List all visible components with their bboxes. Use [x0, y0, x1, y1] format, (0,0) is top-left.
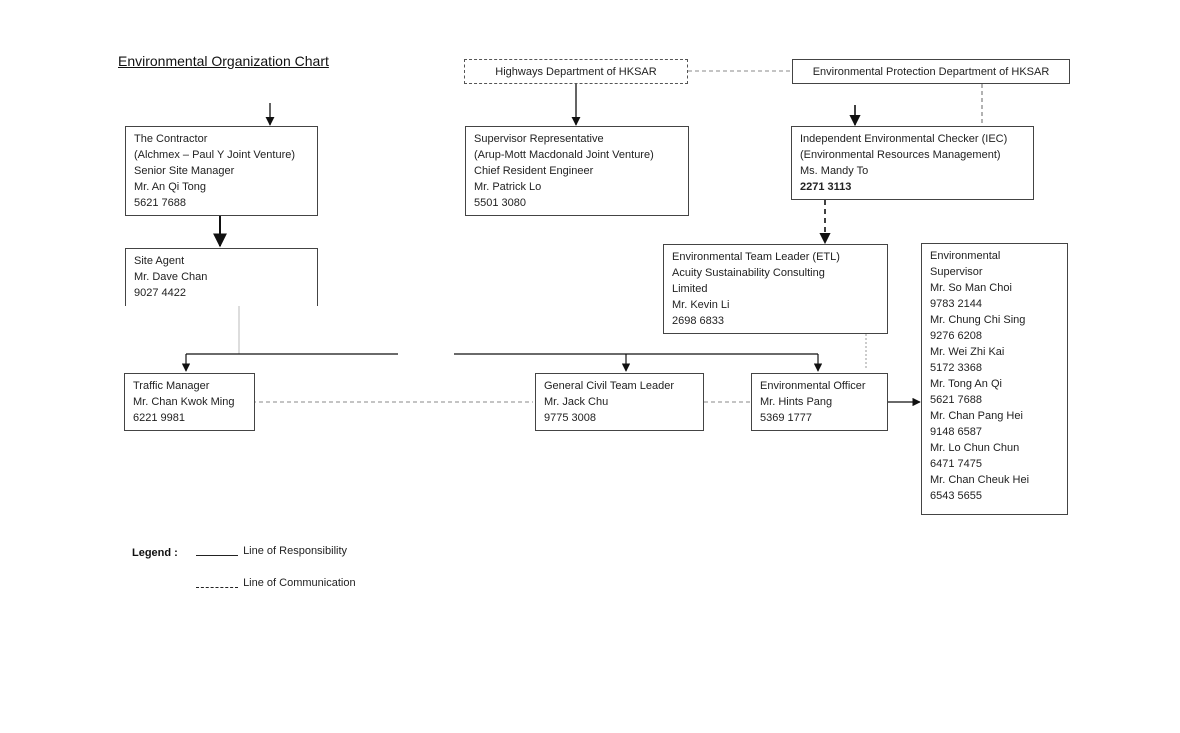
env-supervisor-line: 5172 3368 — [930, 362, 982, 374]
env-supervisor-line: Mr. Chan Pang Hei — [930, 410, 1023, 422]
iec-line: Ms. Mandy To — [800, 165, 869, 177]
legend-responsibility: Line of Responsibility — [196, 545, 347, 557]
contractor-line: Mr. An Qi Tong — [134, 181, 206, 193]
environmental-officer-box: Environmental Officer Mr. Hints Pang 536… — [751, 373, 888, 431]
highways-department-box: Highways Department of HKSAR — [464, 59, 688, 84]
etl-line: Limited — [672, 283, 708, 295]
supervisor-rep-line: Mr. Patrick Lo — [474, 181, 542, 193]
env-supervisor-line: Mr. Tong An Qi — [930, 378, 1002, 390]
civil-leader-line: Mr. Jack Chu — [544, 396, 609, 408]
iec-phone: 2271 3113 — [800, 181, 852, 193]
supervisor-representative-box: Supervisor Representative (Arup-Mott Mac… — [465, 126, 689, 216]
env-officer-line: Environmental Officer — [760, 380, 866, 392]
epd-label: Environmental Protection Department of H… — [812, 66, 1050, 78]
site-agent-line: 9027 4422 — [134, 287, 186, 299]
site-agent-line: Mr. Dave Chan — [134, 271, 208, 283]
env-supervisor-line: 6471 7475 — [930, 458, 982, 470]
site-agent-box: Site Agent Mr. Dave Chan 9027 4422 — [125, 248, 318, 306]
contractor-box: The Contractor (Alchmex – Paul Y Joint V… — [125, 126, 318, 216]
legend-title: Legend : — [132, 547, 178, 559]
env-supervisor-line: Mr. Chan Cheuk Hei — [930, 474, 1030, 486]
legend-responsibility-label: Line of Responsibility — [243, 545, 348, 557]
legend-communication: Line of Communication — [196, 577, 356, 589]
contractor-line: Senior Site Manager — [134, 165, 235, 177]
highways-department-label: Highways Department of HKSAR — [495, 66, 657, 78]
contractor-line: The Contractor — [134, 133, 208, 145]
traffic-manager-line: Mr. Chan Kwok Ming — [133, 396, 235, 408]
traffic-manager-box: Traffic Manager Mr. Chan Kwok Ming 6221 … — [124, 373, 255, 431]
iec-line: Independent Environmental Checker (IEC) — [800, 133, 1008, 145]
env-supervisor-line: 6543 5655 — [930, 490, 982, 502]
contractor-line: 5621 7688 — [134, 197, 186, 209]
legend-communication-label: Line of Communication — [243, 577, 356, 589]
supervisor-rep-line: (Arup-Mott Macdonald Joint Venture) — [474, 149, 654, 161]
supervisor-rep-line: Supervisor Representative — [474, 133, 604, 145]
etl-line: Acuity Sustainability Consulting — [672, 267, 825, 279]
env-supervisor-line: Mr. Wei Zhi Kai — [930, 346, 1005, 358]
traffic-manager-line: Traffic Manager — [133, 380, 210, 392]
env-supervisor-line: 9783 2144 — [930, 298, 982, 310]
iec-line: (Environmental Resources Management) — [800, 149, 1001, 161]
site-agent-line: Site Agent — [134, 255, 185, 267]
dashed-line-swatch — [196, 586, 238, 588]
chart-title: Environmental Organization Chart — [118, 53, 329, 69]
env-officer-line: 5369 1777 — [760, 412, 812, 424]
solid-line-swatch — [196, 554, 238, 556]
iec-box: Independent Environmental Checker (IEC) … — [791, 126, 1034, 200]
env-supervisor-line: Supervisor — [930, 266, 983, 278]
etl-box: Environmental Team Leader (ETL) Acuity S… — [663, 244, 888, 334]
civil-team-leader-box: General Civil Team Leader Mr. Jack Chu 9… — [535, 373, 704, 431]
env-supervisor-line: Mr. So Man Choi — [930, 282, 1012, 294]
supervisor-rep-line: 5501 3080 — [474, 197, 526, 209]
env-supervisor-line: Environmental — [930, 250, 1001, 262]
etl-line: Mr. Kevin Li — [672, 299, 730, 311]
env-supervisor-line: 9148 6587 — [930, 426, 982, 438]
epd-box: Environmental Protection Department of H… — [792, 59, 1070, 84]
env-officer-line: Mr. Hints Pang — [760, 396, 833, 408]
env-supervisor-line: 5621 7688 — [930, 394, 982, 406]
contractor-line: (Alchmex – Paul Y Joint Venture) — [134, 149, 296, 161]
env-supervisor-line: 9276 6208 — [930, 330, 982, 342]
environmental-supervisor-box: Environmental Supervisor Mr. So Man Choi… — [921, 243, 1068, 515]
traffic-manager-line: 6221 9981 — [133, 412, 185, 424]
etl-line: 2698 6833 — [672, 315, 724, 327]
civil-leader-line: General Civil Team Leader — [544, 380, 675, 392]
env-supervisor-line: Mr. Lo Chun Chun — [930, 442, 1020, 454]
supervisor-rep-line: Chief Resident Engineer — [474, 165, 594, 177]
civil-leader-line: 9775 3008 — [544, 412, 596, 424]
env-supervisor-line: Mr. Chung Chi Sing — [930, 314, 1026, 326]
etl-line: Environmental Team Leader (ETL) — [672, 251, 840, 263]
